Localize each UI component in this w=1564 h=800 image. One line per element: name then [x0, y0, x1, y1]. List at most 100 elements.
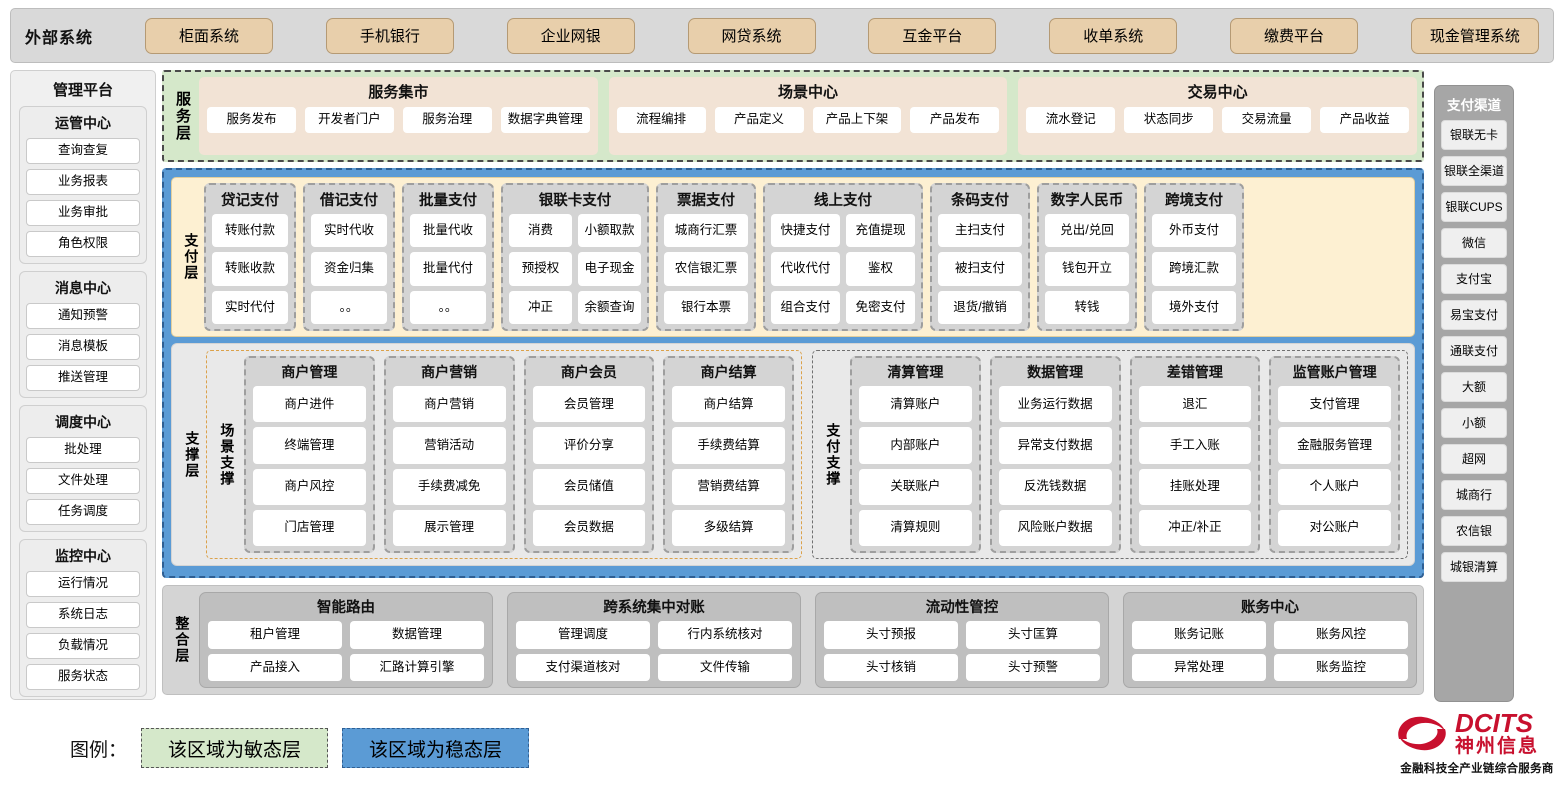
management-item[interactable]: 业务审批 [26, 200, 140, 226]
support-item[interactable]: 反洗钱数据 [998, 468, 1112, 505]
support-item[interactable]: 业务运行数据 [998, 386, 1112, 423]
support-item[interactable]: 内部账户 [859, 427, 972, 464]
integration-item[interactable]: 异常处理 [1132, 653, 1266, 681]
service-item[interactable]: 数据字典管理 [500, 107, 590, 133]
integration-item[interactable]: 账务风控 [1274, 621, 1408, 649]
support-item[interactable]: 商户营销 [392, 386, 506, 423]
integration-item[interactable]: 头寸核销 [824, 653, 958, 681]
payment-item[interactable]: 。。 [410, 290, 486, 324]
support-item[interactable]: 清算规则 [859, 509, 972, 546]
service-item[interactable]: 交易流量 [1222, 107, 1312, 133]
payment-item[interactable]: 资金归集 [311, 252, 387, 286]
payment-channel-item[interactable]: 支付宝 [1441, 264, 1507, 294]
payment-item[interactable]: 转钱 [1045, 290, 1129, 324]
integration-item[interactable]: 数据管理 [350, 621, 484, 649]
payment-channel-item[interactable]: 微信 [1441, 228, 1507, 258]
integration-item[interactable]: 账务监控 [1274, 653, 1408, 681]
support-item[interactable]: 手工入账 [1138, 427, 1252, 464]
service-item[interactable]: 开发者门户 [304, 107, 394, 133]
external-system-chip[interactable]: 现金管理系统 [1410, 17, 1539, 54]
payment-item[interactable]: 批量代付 [410, 252, 486, 286]
integration-item[interactable]: 汇路计算引擎 [350, 653, 484, 681]
management-item[interactable]: 查询查复 [26, 138, 140, 164]
integration-item[interactable]: 产品接入 [208, 653, 342, 681]
integration-item[interactable]: 头寸预警 [966, 653, 1100, 681]
support-item[interactable]: 挂账处理 [1138, 468, 1252, 505]
external-system-chip[interactable]: 互金平台 [868, 17, 997, 54]
management-item[interactable]: 业务报表 [26, 169, 140, 195]
support-item[interactable]: 多级结算 [672, 509, 785, 546]
external-system-chip[interactable]: 网贷系统 [687, 17, 816, 54]
payment-channel-item[interactable]: 通联支付 [1441, 336, 1507, 366]
external-system-chip[interactable]: 手机银行 [325, 17, 454, 54]
integration-item[interactable]: 管理调度 [516, 621, 650, 649]
support-item[interactable]: 冲正/补正 [1138, 509, 1252, 546]
payment-item[interactable]: 实时代付 [212, 290, 288, 324]
payment-channel-item[interactable]: 银联全渠道 [1441, 156, 1507, 186]
support-item[interactable]: 关联账户 [859, 468, 972, 505]
external-system-chip[interactable]: 柜面系统 [145, 17, 273, 54]
support-item[interactable]: 商户进件 [253, 386, 366, 423]
support-item[interactable]: 异常支付数据 [998, 427, 1112, 464]
payment-item[interactable]: 主扫支付 [938, 214, 1022, 248]
management-item[interactable]: 通知预警 [26, 303, 140, 329]
support-item[interactable]: 支付管理 [1278, 386, 1391, 423]
management-item[interactable]: 任务调度 [26, 499, 140, 525]
support-item[interactable]: 手续费结算 [672, 427, 785, 464]
support-item[interactable]: 会员数据 [532, 509, 646, 546]
management-item[interactable]: 服务状态 [26, 664, 140, 690]
management-item[interactable]: 推送管理 [26, 365, 140, 391]
service-item[interactable]: 产品收益 [1320, 107, 1410, 133]
payment-item[interactable]: 跨境汇款 [1152, 252, 1236, 286]
payment-item[interactable]: 代收代付 [771, 252, 840, 286]
payment-item[interactable]: 小额取款 [578, 214, 641, 248]
support-item[interactable]: 手续费减免 [392, 468, 506, 505]
integration-item[interactable]: 租户管理 [208, 621, 342, 649]
support-item[interactable]: 营销费结算 [672, 468, 785, 505]
payment-channel-item[interactable]: 城商行 [1441, 480, 1507, 510]
management-item[interactable]: 角色权限 [26, 231, 140, 257]
management-item[interactable]: 负载情况 [26, 633, 140, 659]
support-item[interactable]: 评价分享 [532, 427, 646, 464]
support-item[interactable]: 清算账户 [859, 386, 972, 423]
support-item[interactable]: 会员储值 [532, 468, 646, 505]
integration-item[interactable]: 支付渠道核对 [516, 653, 650, 681]
service-item[interactable]: 产品定义 [714, 107, 804, 133]
integration-item[interactable]: 文件传输 [658, 653, 792, 681]
support-item[interactable]: 会员管理 [532, 386, 646, 423]
support-item[interactable]: 门店管理 [253, 509, 366, 546]
payment-item[interactable]: 充值提现 [846, 214, 915, 248]
management-item[interactable]: 批处理 [26, 437, 140, 463]
payment-channel-item[interactable]: 小额 [1441, 408, 1507, 438]
service-item[interactable]: 产品发布 [910, 107, 1000, 133]
external-system-chip[interactable]: 收单系统 [1049, 17, 1178, 54]
payment-item[interactable]: 兑出/兑回 [1045, 214, 1129, 248]
payment-channel-item[interactable]: 易宝支付 [1441, 300, 1507, 330]
service-item[interactable]: 流水登记 [1026, 107, 1116, 133]
support-item[interactable]: 个人账户 [1278, 468, 1391, 505]
payment-channel-item[interactable]: 农信银 [1441, 516, 1507, 546]
management-item[interactable]: 文件处理 [26, 468, 140, 494]
support-item[interactable]: 对公账户 [1278, 509, 1391, 546]
payment-channel-item[interactable]: 城银清算 [1441, 552, 1507, 582]
payment-item[interactable]: 农信银汇票 [664, 252, 748, 286]
management-item[interactable]: 系统日志 [26, 602, 140, 628]
payment-item[interactable]: 免密支付 [846, 290, 915, 324]
integration-item[interactable]: 行内系统核对 [658, 621, 792, 649]
external-system-chip[interactable]: 企业网银 [506, 17, 635, 54]
payment-item[interactable]: 批量代收 [410, 214, 486, 248]
payment-channel-item[interactable]: 银联无卡 [1441, 120, 1507, 150]
payment-item[interactable]: 外币支付 [1152, 214, 1236, 248]
support-item[interactable]: 风险账户数据 [998, 509, 1112, 546]
payment-channel-item[interactable]: 超网 [1441, 444, 1507, 474]
support-item[interactable]: 商户风控 [253, 468, 366, 505]
payment-item[interactable]: 城商行汇票 [664, 214, 748, 248]
payment-item[interactable]: 鉴权 [846, 252, 915, 286]
payment-item[interactable]: 境外支付 [1152, 290, 1236, 324]
management-item[interactable]: 消息模板 [26, 334, 140, 360]
integration-item[interactable]: 头寸预报 [824, 621, 958, 649]
payment-item[interactable]: 冲正 [509, 290, 572, 324]
payment-item[interactable]: 银行本票 [664, 290, 748, 324]
management-item[interactable]: 运行情况 [26, 571, 140, 597]
integration-item[interactable]: 头寸匡算 [966, 621, 1100, 649]
